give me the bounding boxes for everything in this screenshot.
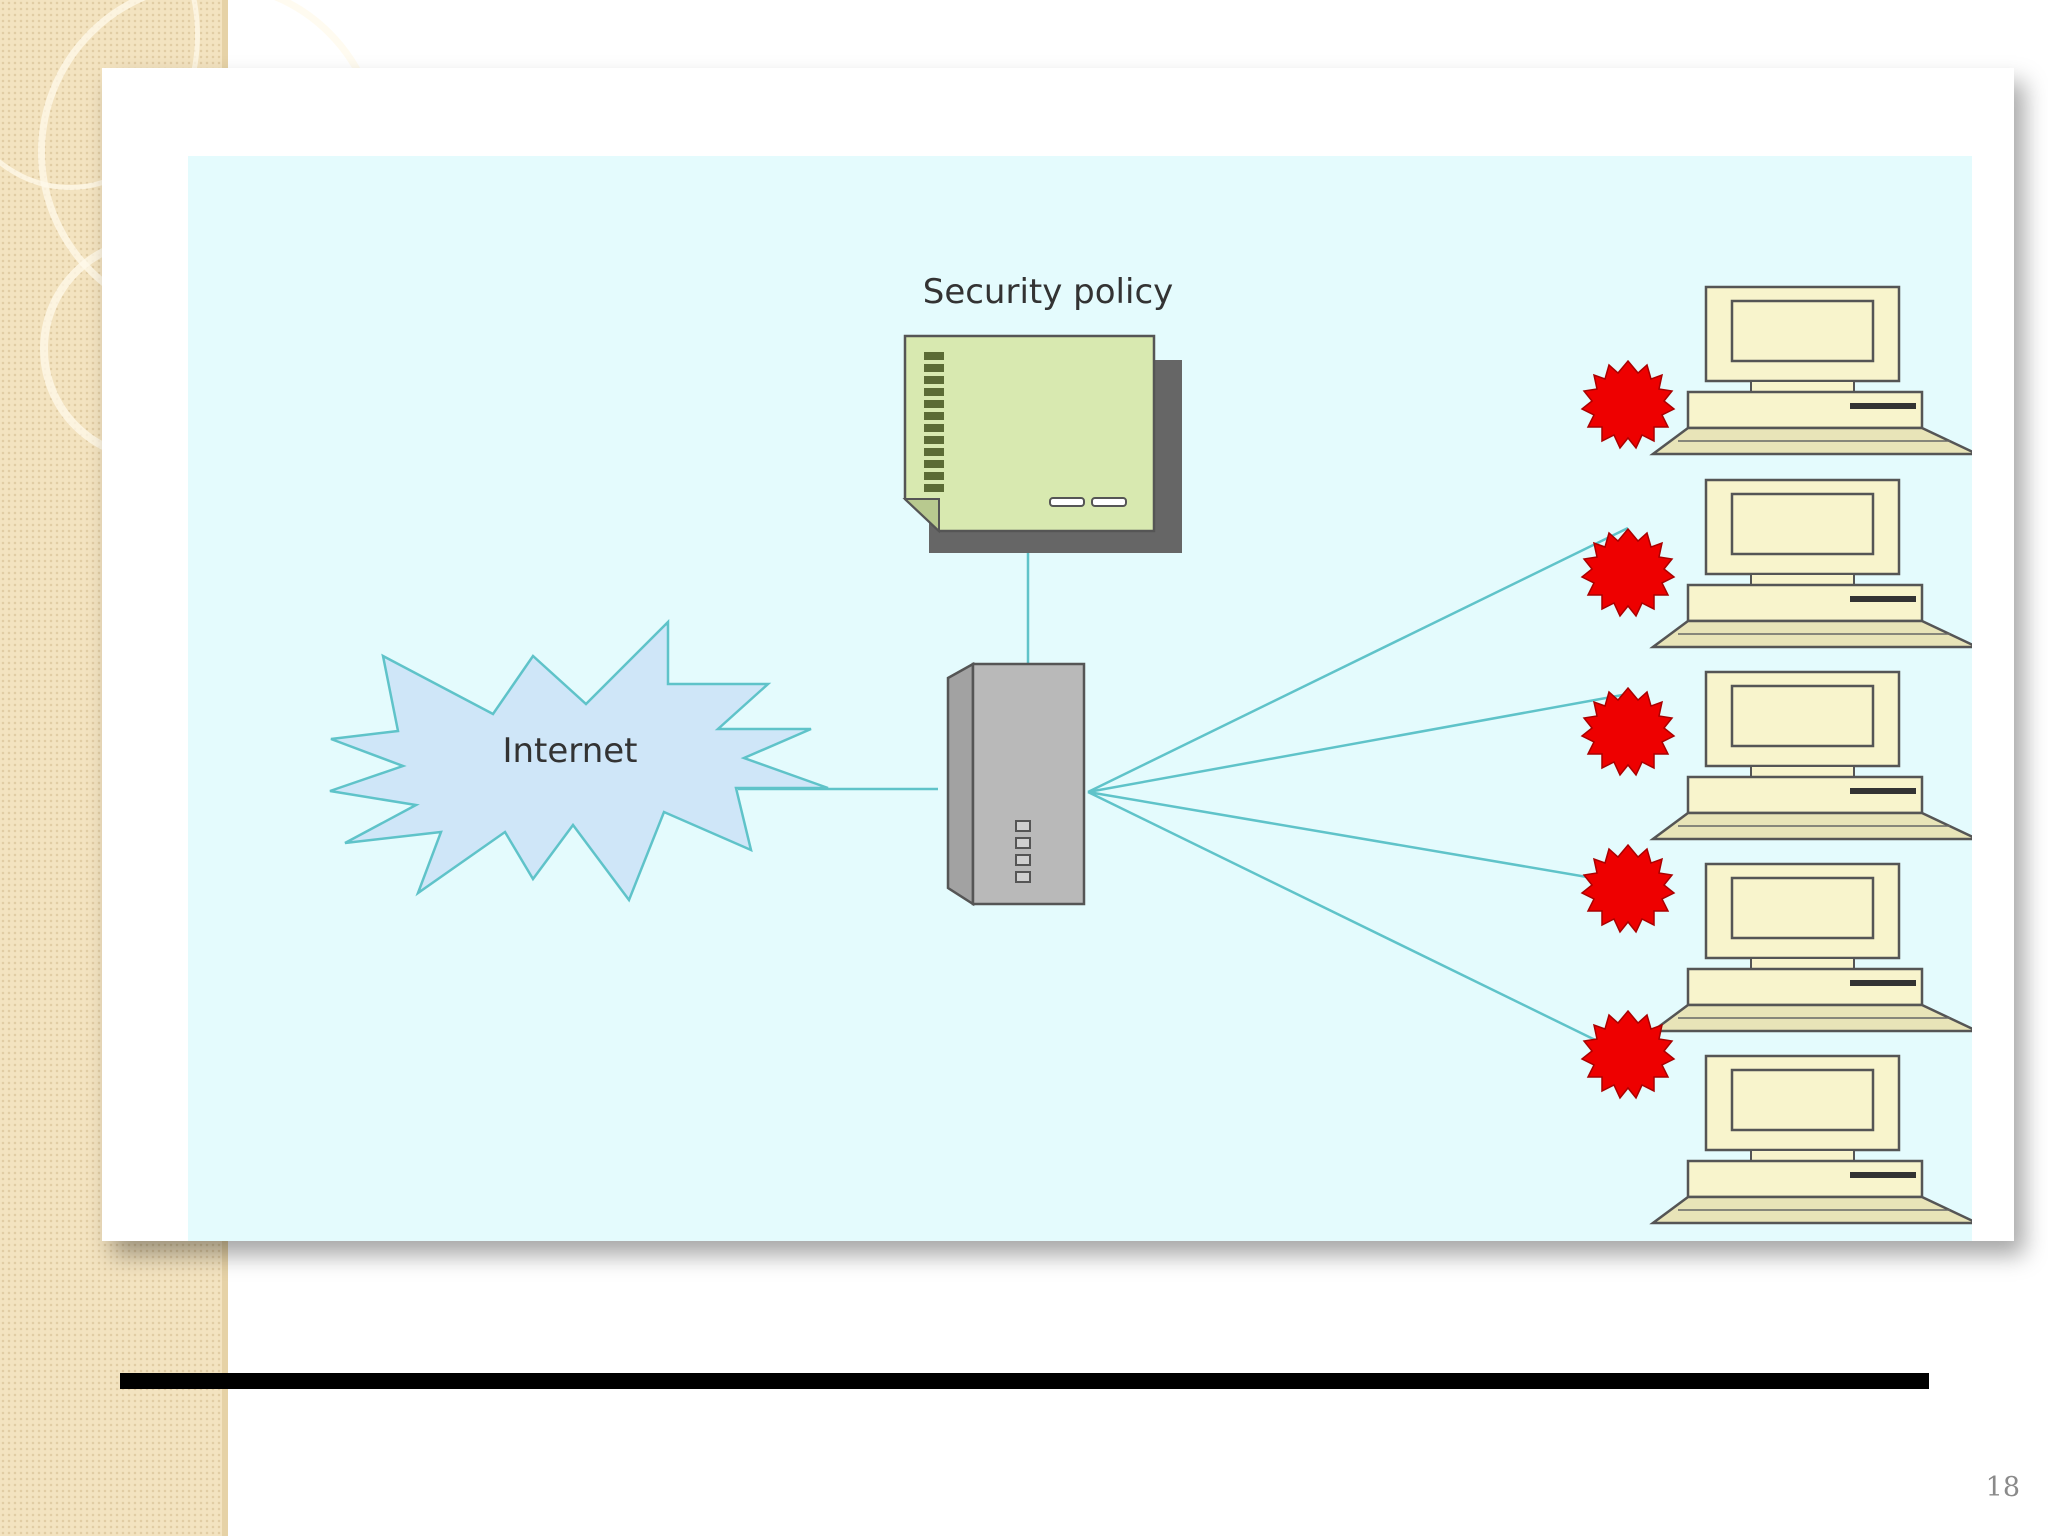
computer-icon [1651, 1054, 1972, 1225]
internet-cloud-icon [329, 618, 829, 903]
page-number: 18 [1985, 1472, 2020, 1503]
firewall-server-icon [946, 661, 1086, 907]
security-policy-label: Security policy [923, 272, 1174, 312]
diagram-panel: Internet Security policy [188, 156, 1972, 1241]
link-firewall-computer-2 [1087, 526, 1629, 794]
link-firewall-computer-4 [1087, 790, 1629, 886]
slide-card: Internet Security policy [102, 68, 2014, 1241]
block-burst-icon [1581, 1010, 1675, 1099]
link-firewall-computer-3 [1087, 692, 1629, 794]
policy-text-lines [924, 352, 944, 492]
computer-icon [1651, 285, 1972, 456]
network-links [738, 526, 1629, 1058]
internet-label: Internet [502, 731, 637, 771]
block-burst-icon [1581, 528, 1675, 617]
computer-icon [1651, 670, 1972, 841]
block-burst-icon [1581, 844, 1675, 933]
link-firewall-computer-5 [1087, 790, 1629, 1058]
network-diagram: Internet Security policy [329, 272, 1972, 1225]
computer-icon [1651, 862, 1972, 1033]
security-policy-document-icon [902, 334, 1182, 553]
footer-divider [120, 1373, 1929, 1389]
block-burst-icon [1581, 360, 1675, 449]
computer-icon [1651, 478, 1972, 649]
